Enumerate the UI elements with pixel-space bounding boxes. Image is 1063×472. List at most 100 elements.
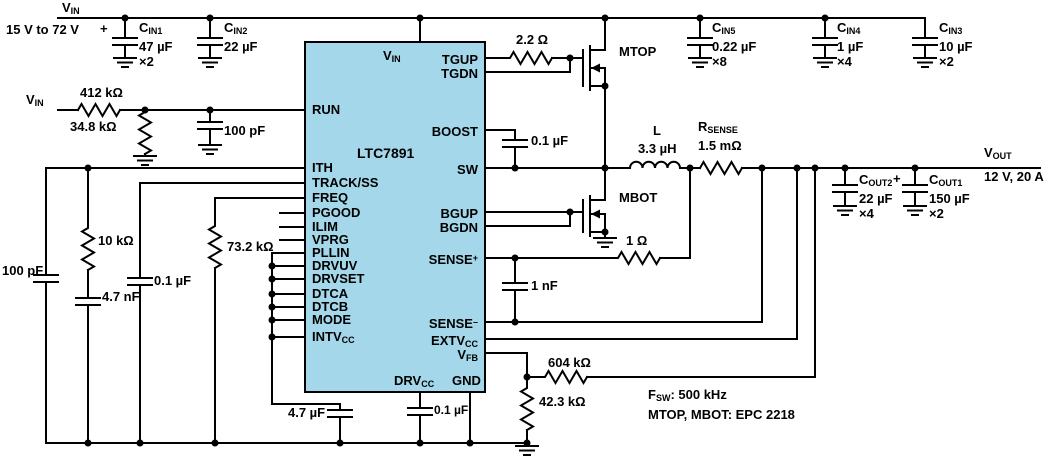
cin5-label: CIN5 0.22 µF ×8 <box>712 20 757 69</box>
ic-pin-vin: VIN <box>383 48 401 65</box>
ic-pin-vprg: VPRG <box>312 232 349 247</box>
ground-icon <box>813 57 837 68</box>
rsense-symbol <box>698 160 744 176</box>
input-vin-label: VIN <box>62 0 80 17</box>
intvcc-cap-label: 4.7 µF <box>288 405 326 420</box>
boost-cap-label: 0.1 µF <box>531 133 569 148</box>
drvcc-cap <box>407 391 433 444</box>
trackss-cap-label: 0.1 µF <box>154 273 192 288</box>
mbot-label: MBOT <box>619 190 658 205</box>
mtop-fet <box>582 17 606 169</box>
ic-pin-drvcc: DRVCC <box>394 373 435 390</box>
ic-pin-boost: BOOST <box>431 124 478 139</box>
ground-icon <box>113 57 137 68</box>
mbot-fet <box>582 167 617 248</box>
config-pin-bus <box>271 252 306 338</box>
ground-icon <box>515 445 539 456</box>
run-divider <box>57 102 306 166</box>
floating-pin-stubs <box>279 212 306 241</box>
ith-comp-cap-label: 4.7 nF <box>102 289 140 304</box>
bottom-ground-rail <box>45 442 539 456</box>
ic-pin-bgup: BGUP <box>440 206 478 221</box>
ground-icon <box>133 155 157 166</box>
drvcc-cap-label: 0.1 µF <box>434 403 469 417</box>
boost-cap <box>484 129 528 169</box>
run-bottom-resistor-label: 34.8 kΩ <box>70 119 117 134</box>
freq-resistor <box>207 197 306 444</box>
ic-pin-tgdn: TGDN <box>441 66 478 81</box>
input-caps <box>112 17 223 68</box>
junction-dots <box>84 14 919 447</box>
inductor-name-label: L <box>653 123 661 138</box>
intvcc-cap <box>271 336 353 444</box>
note-fsw: FSW: 500 kHz <box>648 387 727 404</box>
ic-pin-gnd: GND <box>452 373 481 388</box>
ground-icon <box>903 205 927 216</box>
ic-pin-drvset: DRVSET <box>312 271 365 286</box>
ic-pin-drvuv: DRVUV <box>312 258 358 273</box>
note-fet-parts: MTOP, MBOT: EPC 2218 <box>648 407 795 422</box>
extvcc-wire <box>484 167 798 340</box>
ic-pin-extvcc: EXTVCC <box>431 333 478 350</box>
cin2-label: CIN2 22 µF <box>224 20 258 54</box>
ground-icon <box>833 205 857 216</box>
freq-resistor-label: 73.2 kΩ <box>227 239 274 254</box>
bypass-caps-right <box>687 17 938 68</box>
ic-pin-vfb: VFB <box>457 347 478 364</box>
ith-network <box>33 167 306 444</box>
fet-arrow <box>591 209 600 219</box>
ic-outline <box>304 41 486 393</box>
fet-arrow <box>591 63 600 73</box>
rsense-label: RSENSE 1.5 mΩ <box>698 119 742 153</box>
ic-pin-dtcb: DTCB <box>312 299 349 314</box>
ic-pin-ilim: ILIM <box>312 219 338 234</box>
cout1-polarity: + <box>893 171 901 186</box>
sense-filter-cap-label: 1 nF <box>531 278 558 293</box>
trackss-cap <box>127 182 306 444</box>
ic-pin-intvcc: INTVCC <box>312 329 355 346</box>
ground-icon <box>198 144 222 155</box>
ic-pin-trackss: TRACK/SS <box>312 175 379 190</box>
ground-icon <box>688 57 712 68</box>
mtop-label: MTOP <box>619 44 657 59</box>
ic-body <box>304 17 486 393</box>
cout1-label: COUT1 150 µF ×2 <box>929 172 970 221</box>
input-range-label: 15 V to 72 V <box>6 22 79 37</box>
ground-icon <box>913 57 937 68</box>
cout2-label: COUT2 22 µF ×4 <box>859 172 893 221</box>
ic-pin-dtca: DTCA <box>312 286 349 301</box>
run-filter-cap-label: 100 pF <box>224 123 266 138</box>
run-vin-label: VIN <box>26 92 44 109</box>
ground-icon <box>593 237 617 248</box>
ic-pin-pllin: PLLIN <box>312 245 350 260</box>
fb-bottom-resistor-label: 42.3 kΩ <box>539 394 586 409</box>
ic-pin-pgood: PGOOD <box>312 205 361 220</box>
gate-resistor-label: 2.2 Ω <box>516 32 549 47</box>
output-caps <box>832 167 928 216</box>
vout-rating-label: 12 V, 20 A <box>984 169 1044 184</box>
cin1-polarity: + <box>100 21 108 36</box>
ic-pin-sw: SW <box>457 162 478 177</box>
ic-pin-mode: MODE <box>312 312 351 327</box>
sense-network <box>484 167 763 323</box>
ground-icon <box>198 57 222 68</box>
run-top-resistor-label: 412 kΩ <box>80 85 123 100</box>
inductor-value-label: 3.3 µH <box>638 141 677 156</box>
cin3-label: CIN3 10 µF ×2 <box>939 20 973 69</box>
vout-label: VOUT <box>984 145 1012 162</box>
ic-pin-sense-minus: SENSE– <box>428 316 478 331</box>
ic-pin-run: RUN <box>312 102 341 117</box>
cin1-label: CIN1 47 µF ×2 <box>139 20 173 69</box>
sense-series-resistor-label: 1 Ω <box>626 233 648 248</box>
ic-pin-freq: FREQ <box>312 190 349 205</box>
ic-pin-ith: ITH <box>312 160 333 175</box>
ic-part-number: LTC7891 <box>357 145 415 161</box>
cin4-label: CIN4 1 µF ×4 <box>837 20 864 69</box>
ic-pin-tgup: TGUP <box>441 52 478 67</box>
fb-top-resistor-label: 604 kΩ <box>548 355 591 370</box>
ic-pin-sense-plus: SENSE+ <box>428 252 478 267</box>
ic-pin-bgdn: BGDN <box>439 220 478 235</box>
ith-resistor-label: 10 kΩ <box>98 233 134 248</box>
